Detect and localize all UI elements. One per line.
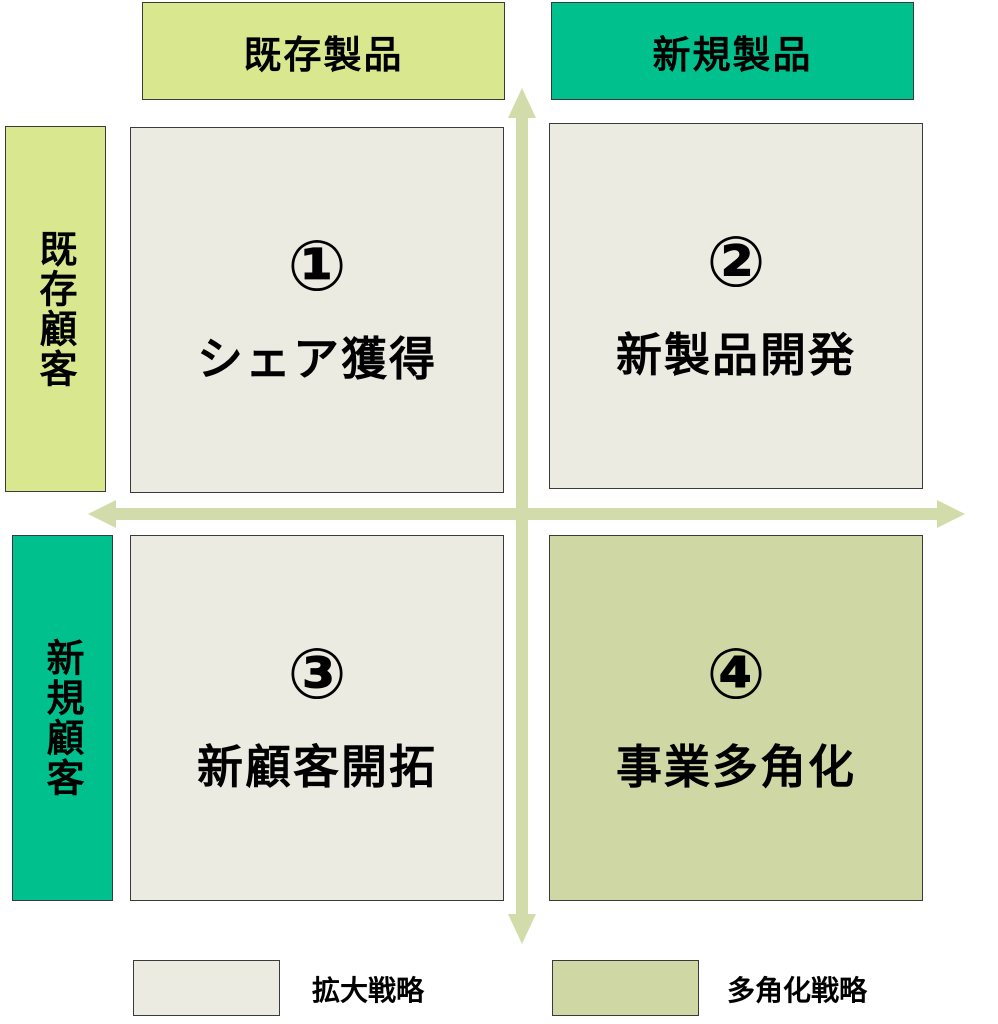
quadrant-3-number: ③ [287, 633, 347, 715]
quadrant-new-customer-development: ③ 新顧客開拓 [130, 535, 504, 901]
quadrant-4-number: ④ [706, 633, 766, 715]
header-existing-product: 既存製品 [142, 2, 505, 100]
quadrant-4-label: 事業多角化 [616, 740, 856, 794]
legend-swatch-diversification [552, 960, 699, 1016]
quadrant-2-label: 新製品開発 [616, 328, 856, 382]
horizontal-axis [108, 508, 944, 520]
header-existing-customer: 既存顧客 [5, 126, 106, 492]
header-new-product: 新規製品 [551, 2, 914, 100]
quadrant-2-number: ② [706, 221, 766, 303]
arrow-down-head [508, 914, 536, 944]
header-new-product-label: 新規製品 [652, 32, 813, 77]
quadrant-share-acquisition: ① シェア獲得 [130, 127, 504, 493]
arrow-left-head [88, 500, 116, 528]
arrow-right-head [937, 500, 965, 528]
quadrant-1-label: シェア獲得 [197, 332, 437, 386]
quadrant-3-label: 新顧客開拓 [197, 740, 437, 794]
quadrant-new-product-development: ② 新製品開発 [549, 123, 923, 489]
header-existing-customer-label: 既存顧客 [33, 229, 77, 389]
quadrant-1-number: ① [287, 225, 347, 307]
header-new-customer-label: 新規顧客 [40, 638, 84, 798]
legend-swatch-expansion [133, 960, 280, 1016]
header-existing-product-label: 既存製品 [243, 32, 404, 77]
arrow-up-head [508, 88, 536, 118]
legend-label-expansion: 拡大戦略 [312, 974, 425, 1007]
quadrant-diversification: ④ 事業多角化 [549, 535, 923, 901]
legend-label-diversification: 多角化戦略 [727, 974, 868, 1007]
header-new-customer: 新規顧客 [12, 535, 113, 901]
